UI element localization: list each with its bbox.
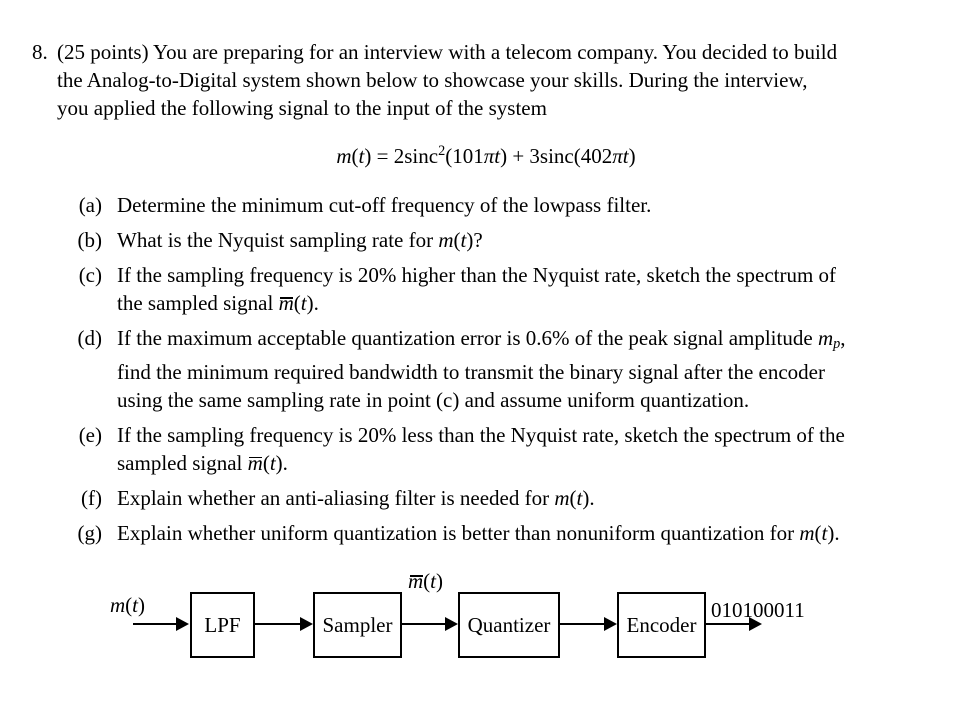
part-label-b: (b): [77, 228, 103, 252]
part-text-d: If the maximum acceptable quantization e…: [117, 326, 846, 412]
problem-intro: 8. (25 points) You are preparing for an …: [32, 38, 837, 122]
input-arrowhead-icon: [176, 617, 189, 631]
part-item-c: (c) If the sampling frequency is 20% hig…: [32, 261, 958, 317]
part-item-e: (e) If the sampling frequency is 20% les…: [32, 421, 958, 477]
part-label-f: (f): [81, 485, 102, 510]
part-label-c: (c): [78, 263, 102, 287]
quantizer-block: Quantizer: [458, 592, 560, 658]
output-arrow-line: [706, 623, 749, 625]
signal-formula: m(t) = 2sinc2(101πt) + 3sinc(402πt): [336, 143, 636, 168]
part-text-a: Determine the minimum cut-off frequency …: [117, 193, 652, 217]
part-text-g: Explain whether uniform quantization is …: [117, 520, 840, 545]
arrow-line-quantizer-to-encoder: [560, 623, 604, 625]
part-text-c: If the sampling frequency is 20% higher …: [117, 263, 837, 315]
sampler-block-label: Sampler: [322, 613, 393, 637]
parts-list: (a) Determine the minimum cut-off freque…: [32, 191, 958, 554]
arrowhead-sampler-to-quantizer-icon: [445, 617, 458, 631]
part-label-g: (g): [77, 520, 103, 545]
part-item-d: (d) If the maximum acceptable quantizati…: [32, 324, 958, 414]
input-signal-label: m(t): [110, 593, 146, 617]
part-label-d: (d): [77, 326, 103, 350]
part-text-b: What is the Nyquist sampling rate for m(…: [117, 228, 483, 252]
part-item-f: (f) Explain whether an anti-aliasing fil…: [32, 484, 958, 512]
part-item-a: (a) Determine the minimum cut-off freque…: [32, 191, 958, 219]
input-arrow-line: [133, 623, 176, 625]
intro-text: (25 points) You are preparing for an int…: [57, 40, 838, 120]
ad-system-diagram: m(t) LPF Sampler m(t) Quantizer Encoder …: [0, 560, 962, 690]
lpf-block-label: LPF: [204, 613, 241, 637]
part-text-f: Explain whether an anti-aliasing filter …: [117, 485, 595, 510]
part-label-a: (a): [78, 193, 102, 217]
output-arrowhead-icon: [749, 617, 762, 631]
problem-number: 8.: [32, 40, 48, 64]
encoder-block-label: Encoder: [626, 613, 697, 637]
sampled-signal-label: m(t): [408, 569, 444, 593]
encoder-block: Encoder: [617, 592, 706, 658]
arrow-line-sampler-to-quantizer: [402, 623, 445, 625]
lpf-block: LPF: [190, 592, 255, 658]
part-text-e: If the sampling frequency is 20% less th…: [117, 422, 845, 475]
quantizer-block-label: Quantizer: [467, 613, 551, 637]
arrowhead-lpf-to-sampler-icon: [300, 617, 313, 631]
arrowhead-quantizer-to-encoder-icon: [604, 617, 617, 631]
part-label-e: (e): [78, 422, 102, 447]
sampler-block: Sampler: [313, 592, 402, 658]
part-item-g: (g) Explain whether uniform quantization…: [32, 519, 958, 547]
arrow-line-lpf-to-sampler: [255, 623, 300, 625]
part-item-b: (b) What is the Nyquist sampling rate fo…: [32, 226, 958, 254]
